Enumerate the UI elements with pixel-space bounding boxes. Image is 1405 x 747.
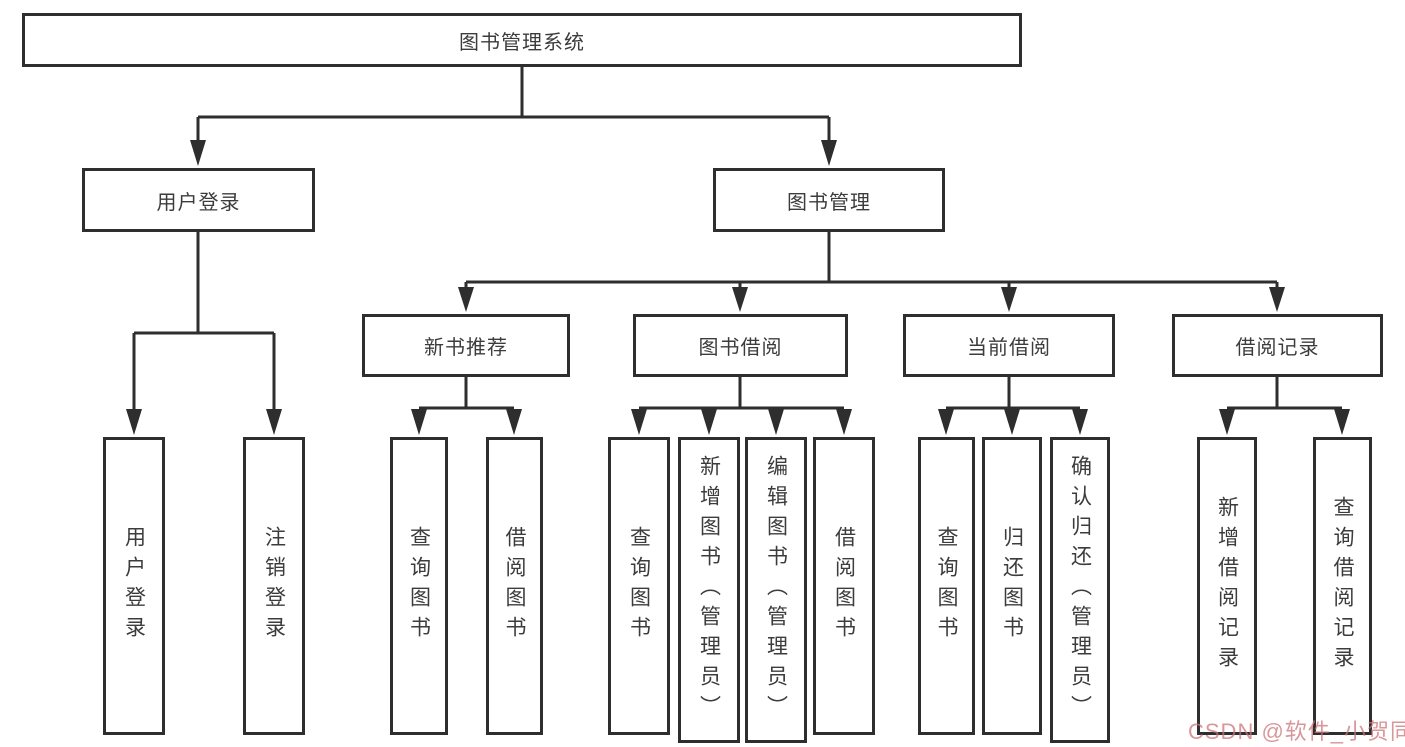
csdn-watermark: CSDN @软件_小贺同学 bbox=[1188, 719, 1405, 744]
leaf-borrow-books-2: 借阅图书 bbox=[813, 437, 875, 735]
leaf-query-books-1: 查询图书 bbox=[390, 437, 448, 735]
leaf-logout: 注销登录 bbox=[243, 437, 305, 735]
leaf-query-books-3: 查询图书 bbox=[918, 437, 975, 735]
node-book-management: 图书管理 bbox=[713, 168, 945, 232]
leaf-borrow-books-1: 借阅图书 bbox=[486, 437, 543, 735]
leaf-query-borrow-record: 查询借阅记录 bbox=[1313, 437, 1372, 735]
node-library-management-system: 图书管理系统 bbox=[22, 13, 1022, 67]
leaf-add-books-admin: 新增图书（管理员） bbox=[678, 437, 740, 743]
leaf-add-borrow-record: 新增借阅记录 bbox=[1197, 437, 1257, 735]
node-book-borrowing: 图书借阅 bbox=[633, 314, 848, 377]
leaf-edit-books-admin: 编辑图书（管理员） bbox=[745, 437, 807, 743]
node-user-login: 用户登录 bbox=[82, 168, 315, 232]
leaf-confirm-return-admin: 确认归还（管理员） bbox=[1050, 437, 1110, 743]
node-new-book-recommend: 新书推荐 bbox=[362, 314, 570, 377]
leaf-query-books-2: 查询图书 bbox=[608, 437, 670, 735]
node-current-borrowing: 当前借阅 bbox=[903, 314, 1115, 377]
leaf-user-login: 用户登录 bbox=[103, 437, 165, 735]
leaf-return-books: 归还图书 bbox=[982, 437, 1042, 735]
node-borrowing-records: 借阅记录 bbox=[1172, 314, 1383, 377]
